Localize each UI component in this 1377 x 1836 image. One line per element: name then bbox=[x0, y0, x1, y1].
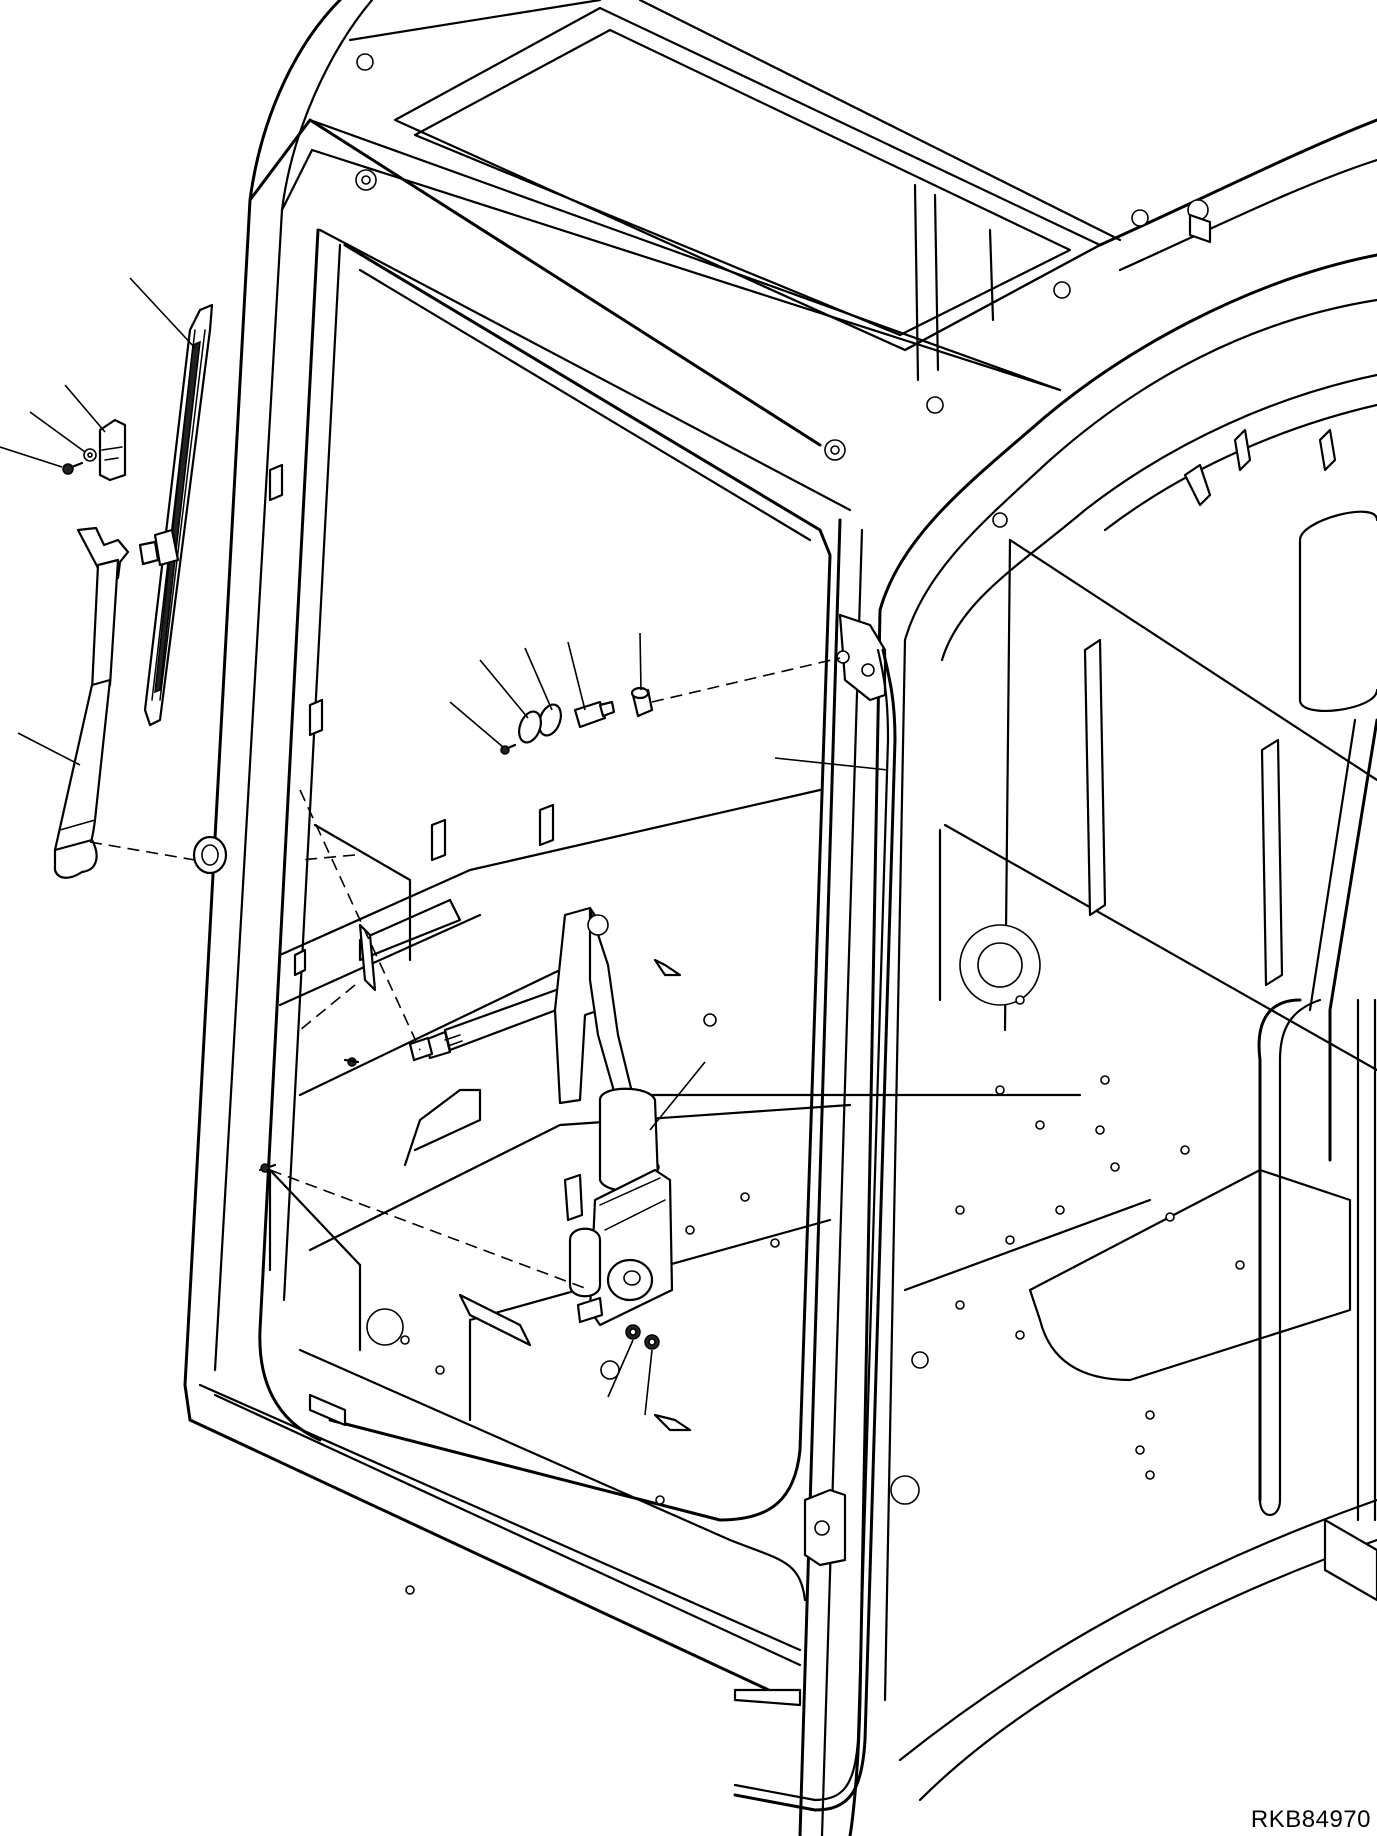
cab-frame bbox=[183, 0, 1377, 1836]
blade-clip bbox=[98, 418, 127, 482]
drawing-code: RKB84970 bbox=[1250, 1806, 1371, 1833]
floor-holes bbox=[400, 995, 1245, 1595]
wiper-arm bbox=[53, 526, 130, 879]
wiper-blade bbox=[138, 303, 214, 727]
blade-screw bbox=[62, 461, 84, 475]
pivot-cap bbox=[192, 835, 228, 875]
pivot-shaft bbox=[573, 700, 616, 729]
pivot-plates bbox=[518, 703, 562, 744]
blade-washer bbox=[83, 448, 97, 462]
pivot-cap-part bbox=[630, 686, 654, 718]
motor-nuts bbox=[625, 1324, 660, 1350]
frame-bolts bbox=[355, 53, 1212, 528]
wiper-cable bbox=[733, 648, 897, 1812]
pivot-screw bbox=[500, 743, 517, 755]
wiper-motor bbox=[408, 906, 674, 1327]
